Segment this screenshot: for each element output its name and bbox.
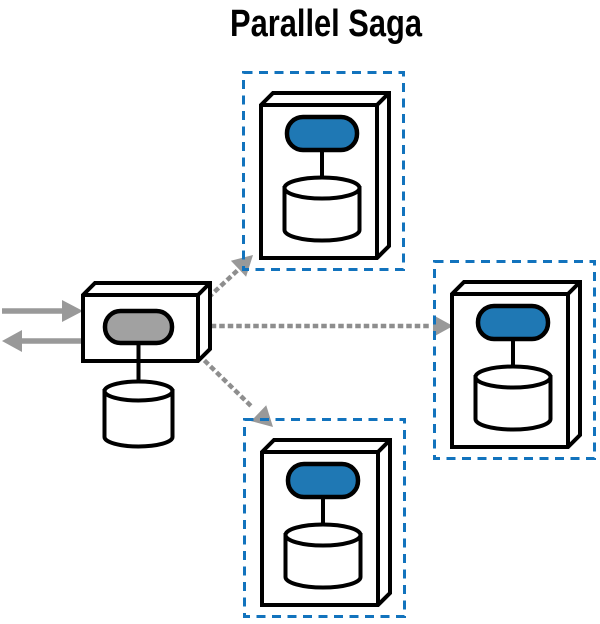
service-node-right bbox=[435, 262, 595, 459]
outgoing-reply-arrowhead bbox=[2, 330, 22, 352]
dotted-arrow-to-top-service bbox=[206, 265, 243, 300]
coordinator-box-edges bbox=[83, 281, 212, 361]
incoming-request-arrowhead bbox=[62, 300, 83, 322]
service-node-top bbox=[244, 73, 404, 270]
coordinator-database-cylinder-body-icon bbox=[102, 389, 175, 449]
service-node-bottom bbox=[245, 420, 405, 617]
dotted-arrow-to-top-arrowhead bbox=[230, 255, 253, 277]
coordinator-pill-icon bbox=[102, 308, 175, 346]
dotted-arrow-to-bottom-service bbox=[202, 358, 256, 411]
coordinator-node bbox=[81, 281, 212, 449]
request-reply-arrows bbox=[2, 300, 83, 352]
coordinator-database-cylinder-top-icon bbox=[102, 379, 175, 403]
coordinator-message-arrows bbox=[202, 255, 453, 427]
dotted-arrow-to-right-arrowhead bbox=[433, 315, 453, 337]
dotted-arrow-to-bottom-arrowhead bbox=[251, 405, 273, 427]
diagram-title: Parallel Saga bbox=[230, 3, 423, 45]
